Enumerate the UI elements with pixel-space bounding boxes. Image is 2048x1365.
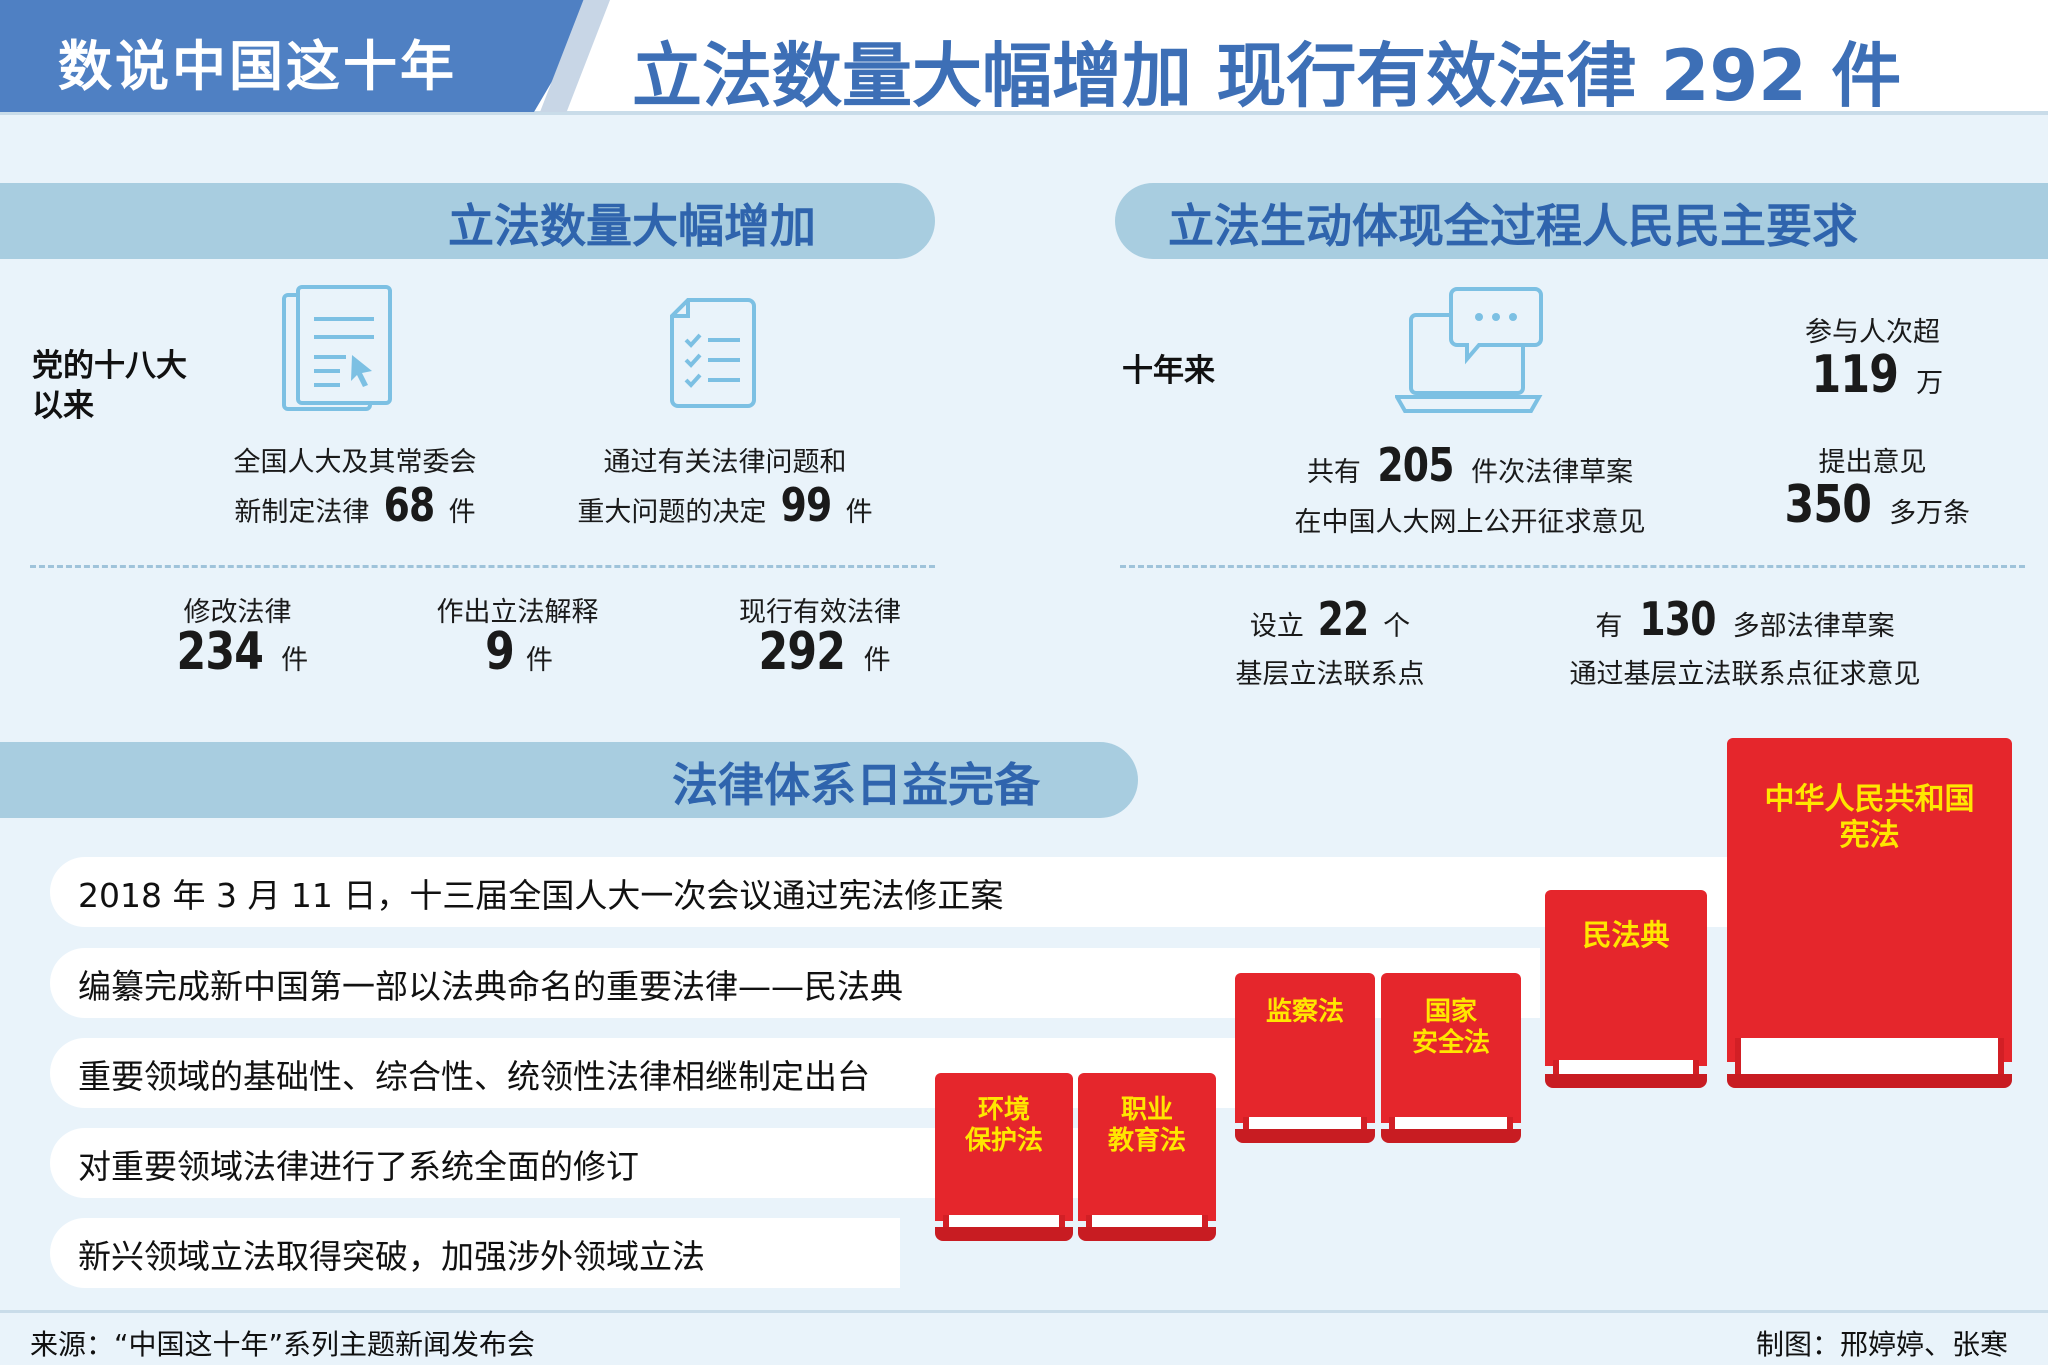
laptop-chat-icon xyxy=(1395,287,1543,413)
points-value: 22 xyxy=(1318,592,1370,646)
stat3-unit: 件 xyxy=(863,645,891,676)
stat1-unit: 件 xyxy=(281,645,309,676)
block1-line2: 新制定法律 68 件 xyxy=(160,478,550,532)
book-title-line: 中华人民共和国 xyxy=(1764,782,1975,817)
book-supervision-law: 监察法 xyxy=(1235,973,1375,1143)
block1-unit: 件 xyxy=(448,497,476,528)
checklist-icon xyxy=(670,298,756,408)
list-item-text: 对重要领域法律进行了系统全面的修订 xyxy=(78,1147,639,1186)
opinions: 350 多万条 xyxy=(1750,475,1995,535)
source-note: 来源：“中国这十年”系列主题新闻发布会 xyxy=(30,1328,536,1361)
since-label-2: 以来 xyxy=(32,388,94,424)
stat1-label: 修改法律 xyxy=(183,597,292,628)
book-title-line: 教育法 xyxy=(1107,1126,1186,1157)
since-label-1: 党的十八大 xyxy=(32,348,187,384)
stat3-label: 现行有效法律 xyxy=(739,597,901,628)
section-pill-right xyxy=(1115,183,2048,259)
document-edit-icon xyxy=(282,285,392,411)
points-line2: 基层立法联系点 xyxy=(1235,659,1425,690)
laws-value: 130 xyxy=(1639,592,1716,646)
book-vocational-education-law: 职业 教育法 xyxy=(1078,1073,1216,1241)
book-title-line: 安全法 xyxy=(1411,1028,1490,1059)
drafts-line2: 在中国人大网上公开征求意见 xyxy=(1294,507,1646,538)
laws-line2: 通过基层立法联系点征求意见 xyxy=(1569,659,1921,690)
stat1: 234 件 xyxy=(120,622,355,682)
stat3: 292 件 xyxy=(700,622,940,682)
footer-divider xyxy=(0,1310,2048,1313)
opinions-value: 350 xyxy=(1784,475,1871,535)
stat2-label: 作出立法解释 xyxy=(436,597,599,628)
section-title-bottom: 法律体系日益完备 xyxy=(672,758,1040,812)
list-item-text: 编纂完成新中国第一部以法典命名的重要法律——民法典 xyxy=(78,967,903,1006)
list-item-text: 2018 年 3 月 11 日，十三届全国人大一次会议通过宪法修正案 xyxy=(78,876,1004,915)
book-title-line: 民法典 xyxy=(1582,918,1670,952)
page-title: 立法数量大幅增加 现行有效法律 292 件 xyxy=(632,35,1902,117)
brand-banner xyxy=(0,0,600,112)
section-title-left: 立法数量大幅增加 xyxy=(448,199,816,253)
opinions-label: 提出意见 xyxy=(1818,447,1927,478)
drafts-suffix: 件次法律草案 xyxy=(1471,457,1634,488)
book-national-security-law: 国家 安全法 xyxy=(1381,973,1521,1143)
participants-value: 119 xyxy=(1811,345,1898,405)
block2-line1: 通过有关法律问题和 xyxy=(603,447,847,478)
points-unit: 个 xyxy=(1383,611,1411,642)
participants-unit: 万 xyxy=(1916,368,1944,399)
laws-prefix: 有 xyxy=(1595,611,1623,642)
block1-value: 68 xyxy=(383,478,436,532)
stat2: 9 件 xyxy=(400,622,635,682)
block2-prefix: 重大问题的决定 xyxy=(577,497,767,528)
opinions-unit: 多万条 xyxy=(1889,498,1971,529)
stat2-value: 9 xyxy=(485,622,515,682)
points-line1: 设立 22 个 xyxy=(1210,592,1450,646)
laws-suffix: 多部法律草案 xyxy=(1732,611,1895,642)
section-pill-left xyxy=(0,183,935,259)
stat3-value: 292 xyxy=(758,622,846,682)
list-item xyxy=(50,1218,900,1288)
book-constitution: 中华人民共和国 宪法 xyxy=(1727,738,2012,1088)
block2-value: 99 xyxy=(780,478,833,532)
participants: 119 万 xyxy=(1770,345,1975,405)
drafts-value: 205 xyxy=(1377,438,1455,492)
book-title-line: 保护法 xyxy=(964,1126,1043,1157)
book-title-line: 宪法 xyxy=(1839,818,1900,853)
credit-note: 制图：邢婷婷、张寒 xyxy=(1755,1328,2008,1361)
book-title-line: 职业 xyxy=(1120,1095,1173,1125)
participants-label: 参与人次超 xyxy=(1805,317,1940,348)
block1-line1: 全国人大及其常委会 xyxy=(233,447,477,478)
list-item xyxy=(50,857,1740,927)
drafts-line1: 共有 205 件次法律草案 xyxy=(1250,438,1690,492)
list-item xyxy=(50,1128,1100,1198)
list-item-text: 新兴领域立法取得突破，加强涉外领域立法 xyxy=(78,1237,705,1276)
brand-label: 数说中国这十年 xyxy=(58,34,457,98)
laws-line1: 有 130 多部法律草案 xyxy=(1530,592,1960,646)
stat1-value: 234 xyxy=(176,622,263,682)
book-environment-law: 环境 保护法 xyxy=(935,1073,1073,1241)
decade-label: 十年来 xyxy=(1122,353,1215,389)
book-title-line: 国家 xyxy=(1424,997,1477,1027)
points-prefix: 设立 xyxy=(1249,611,1304,642)
divider-right xyxy=(1120,565,2025,568)
book-title-line: 监察法 xyxy=(1265,997,1344,1027)
stat2-unit: 件 xyxy=(525,645,553,676)
divider-left xyxy=(30,565,935,568)
book-civil-code: 民法典 xyxy=(1545,890,1707,1088)
section-title-right: 立法生动体现全过程人民民主要求 xyxy=(1168,199,1858,253)
list-item-text: 重要领域的基础性、综合性、统领性法律相继制定出台 xyxy=(78,1057,870,1096)
header-bar: 数说中国这十年 立法数量大幅增加 现行有效法律 292 件 xyxy=(0,0,2048,117)
block2-unit: 件 xyxy=(845,497,873,528)
drafts-prefix: 共有 xyxy=(1306,457,1361,488)
book-title-line: 环境 xyxy=(977,1095,1030,1125)
block2-line2: 重大问题的决定 99 件 xyxy=(540,478,910,532)
block1-prefix: 新制定法律 xyxy=(234,497,370,528)
section-pill-bottom xyxy=(0,742,1138,818)
